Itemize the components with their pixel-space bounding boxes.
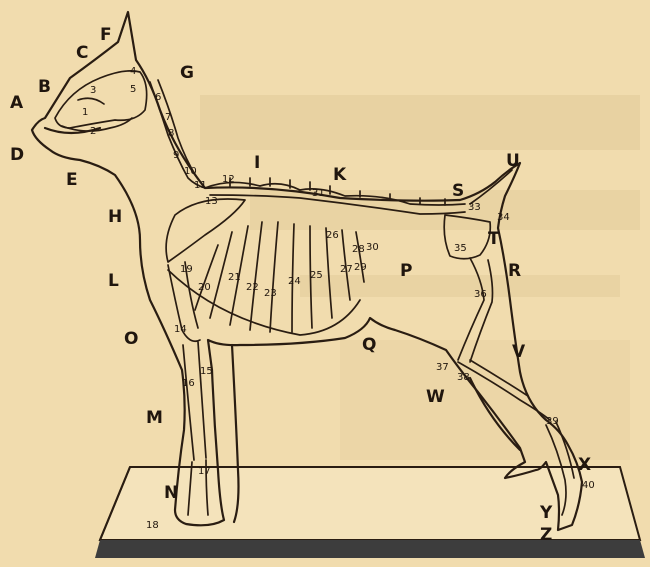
label-letter: X xyxy=(578,455,591,475)
scapula xyxy=(166,199,245,262)
label-letter: T xyxy=(488,229,500,249)
label-number: 13 xyxy=(205,196,218,207)
label-number: 3 xyxy=(90,85,96,96)
label-letter: N xyxy=(164,483,178,503)
label-number: 11 xyxy=(194,180,207,191)
label-letter: W xyxy=(426,387,445,407)
label-number: 35 xyxy=(454,243,467,254)
label-number: 39 xyxy=(546,416,559,427)
label-number: 26 xyxy=(326,230,339,241)
label-number: 9 xyxy=(173,150,179,161)
label-number: 20 xyxy=(198,282,211,293)
label-number: 28 xyxy=(352,244,365,255)
label-number: 6 xyxy=(155,92,161,103)
label-number: 19 xyxy=(180,264,193,275)
label-letter: V xyxy=(512,342,526,362)
label-letter: E xyxy=(66,170,78,190)
label-number: 24 xyxy=(288,276,301,287)
label-number: 23 xyxy=(264,288,277,299)
label-number: 40 xyxy=(582,480,595,491)
label-number: 4 xyxy=(130,66,136,77)
label-number: 22 xyxy=(246,282,259,293)
label-number: 34 xyxy=(497,212,510,223)
label-letter: G xyxy=(180,63,194,83)
label-letter: L xyxy=(108,271,119,291)
label-number: 8 xyxy=(168,128,174,139)
label-letter: D xyxy=(10,145,24,165)
label-letter: K xyxy=(333,165,347,185)
label-number: 36 xyxy=(474,289,487,300)
label-number: 2 xyxy=(90,126,96,137)
label-number: 25 xyxy=(310,270,323,281)
label-letter: R xyxy=(508,261,521,281)
label-number: 14 xyxy=(174,324,187,335)
label-letter: C xyxy=(76,43,88,63)
label-number: 16 xyxy=(182,378,195,389)
label-number: 38 xyxy=(457,372,470,383)
label-number: 37 xyxy=(436,362,449,373)
label-number: 21 xyxy=(228,272,241,283)
label-number: 7 xyxy=(165,112,171,123)
label-number: 30 xyxy=(366,242,379,253)
stand-front-edge xyxy=(95,540,645,558)
label-letter: B xyxy=(38,77,51,97)
label-letter: S xyxy=(452,181,464,201)
label-number: 27 xyxy=(340,264,353,275)
radius xyxy=(183,342,206,460)
label-letter: U xyxy=(506,151,520,171)
label-number: 29 xyxy=(354,262,367,273)
label-number: 5 xyxy=(130,84,136,95)
label-number: 18 xyxy=(146,520,159,531)
label-letter: A xyxy=(10,93,24,113)
label-number: 12 xyxy=(222,174,235,185)
label-letter: Y xyxy=(539,503,553,523)
label-number: 15 xyxy=(200,366,213,377)
background-showthrough xyxy=(200,95,640,460)
label-letter: F xyxy=(100,25,112,45)
label-number: 1 xyxy=(82,107,88,118)
label-letter: O xyxy=(124,329,138,349)
label-letter: Q xyxy=(362,335,376,355)
label-letter: H xyxy=(108,207,122,227)
label-number: 33 xyxy=(468,202,481,213)
label-letter: M xyxy=(146,408,163,428)
label-letter: Z xyxy=(540,525,552,545)
label-letter: P xyxy=(400,261,412,281)
label-number: 17 xyxy=(198,466,211,477)
label-letter: I xyxy=(254,153,260,173)
label-number: 31 xyxy=(312,188,325,199)
label-number: 10 xyxy=(184,166,197,177)
